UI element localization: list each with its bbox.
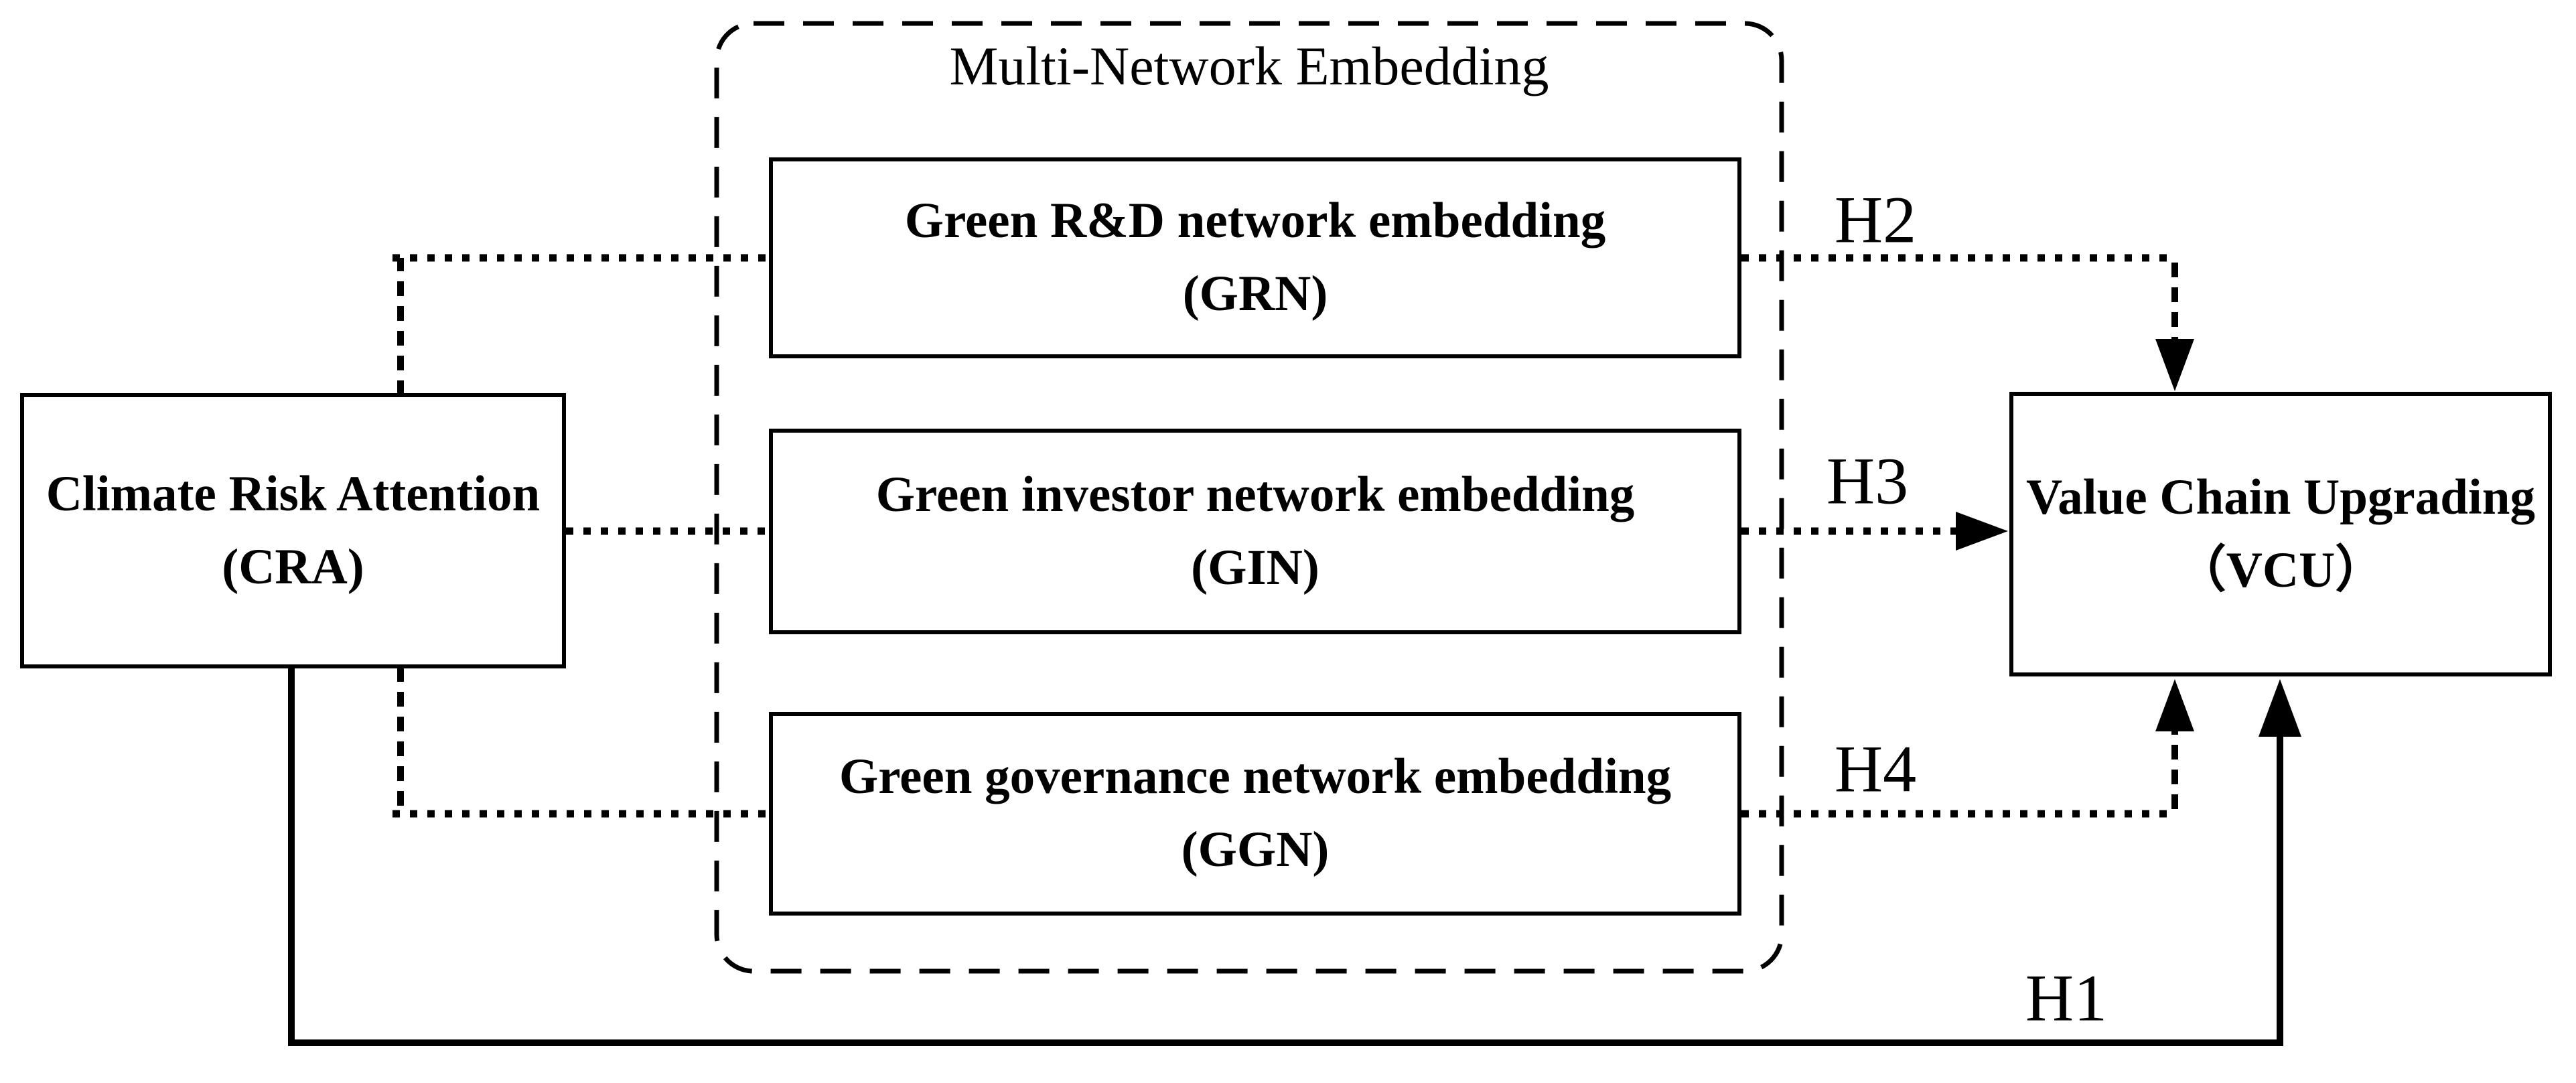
arrowhead-h3 [1956, 512, 2008, 551]
gin-node: Green investor network embedding (GIN) [769, 429, 1741, 634]
grn-node: Green R&D network embedding (GRN) [769, 157, 1741, 358]
vcu-label-line2: （VCU） [2175, 542, 2386, 598]
vcu-node: Value Chain Upgrading （VCU） [2009, 392, 2552, 676]
ggn-label-line2: (GGN) [1181, 822, 1330, 877]
ggn-label-line1: Green governance network embedding [839, 749, 1672, 805]
gin-label-line1: Green investor network embedding [875, 466, 1635, 522]
h1-hypothesis-label: H1 [2025, 960, 2108, 1035]
h2-hypothesis-label: H2 [1834, 182, 1917, 257]
multi-network-embedding-container [714, 21, 1784, 974]
h4-hypothesis-label: H4 [1834, 731, 1917, 806]
gin-label-line2: (GIN) [1191, 539, 1319, 595]
cra-node: Climate Risk Attention (CRA) [20, 393, 566, 668]
vcu-label-line1: Value Chain Upgrading [2026, 469, 2535, 525]
h3-hypothesis-label: H3 [1826, 443, 1909, 518]
ggn-node: Green governance network embedding (GGN) [769, 712, 1741, 916]
edge-cra-vcu-h1 [288, 668, 2283, 1046]
arrowhead-h4 [2155, 679, 2194, 731]
cra-label-line1: Climate Risk Attention [46, 465, 541, 522]
container-title: Multi-Network Embedding [949, 35, 1549, 96]
grn-label-line1: Green R&D network embedding [904, 193, 1606, 249]
arrowhead-h2 [2155, 339, 2194, 391]
grn-label-line2: (GRN) [1182, 266, 1328, 321]
arrowhead-h1 [2259, 679, 2301, 737]
cra-label-line2: (CRA) [222, 538, 364, 595]
